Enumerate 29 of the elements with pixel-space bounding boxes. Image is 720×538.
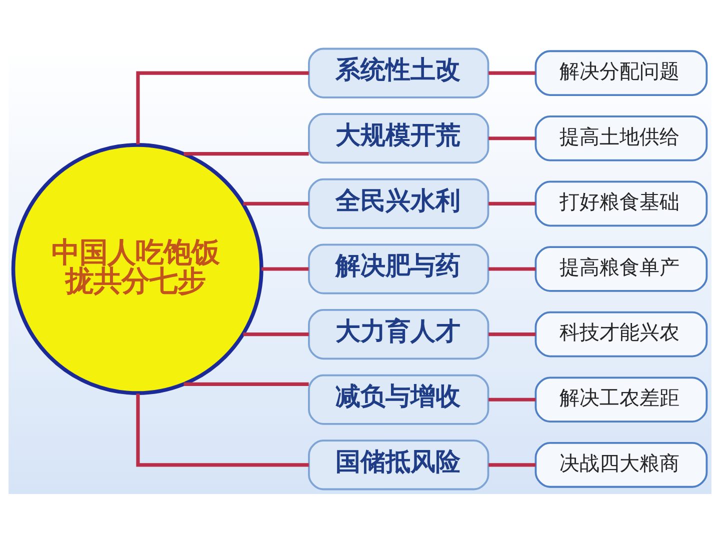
node-box: 解决肥与药 — [308, 244, 490, 294]
connector — [488, 71, 536, 75]
connector — [488, 136, 536, 140]
connector — [243, 202, 309, 206]
connector — [184, 152, 309, 156]
connector — [184, 382, 309, 386]
connector — [136, 71, 309, 144]
node-box: 打好粮食基础 — [534, 180, 708, 227]
node-box: 解决分配问题 — [534, 50, 708, 96]
node-box: 减负与增收 — [308, 374, 490, 425]
node-box: 系统性土改 — [308, 48, 490, 98]
connector — [488, 332, 536, 336]
node-box: 全民兴水利 — [308, 178, 490, 229]
connector — [488, 398, 536, 402]
node-box: 国储抵风险 — [308, 440, 490, 490]
connector — [261, 267, 309, 271]
node-box: 科技才能兴农 — [534, 311, 708, 358]
node-box: 决战四大粮商 — [534, 442, 708, 488]
connector — [488, 202, 536, 206]
node-box: 提高粮食单产 — [534, 246, 708, 292]
node-box: 大规模开荒 — [308, 113, 490, 164]
connector — [136, 394, 309, 467]
node-box: 解决工农差距 — [534, 376, 708, 423]
node-circle: 中国人吃饱饭拢共分七步 — [11, 143, 264, 395]
node-box: 提高土地供给 — [534, 115, 708, 162]
connector — [243, 332, 309, 336]
connector — [488, 267, 536, 271]
node-box: 大力育人才 — [308, 309, 490, 360]
connector — [488, 463, 536, 467]
